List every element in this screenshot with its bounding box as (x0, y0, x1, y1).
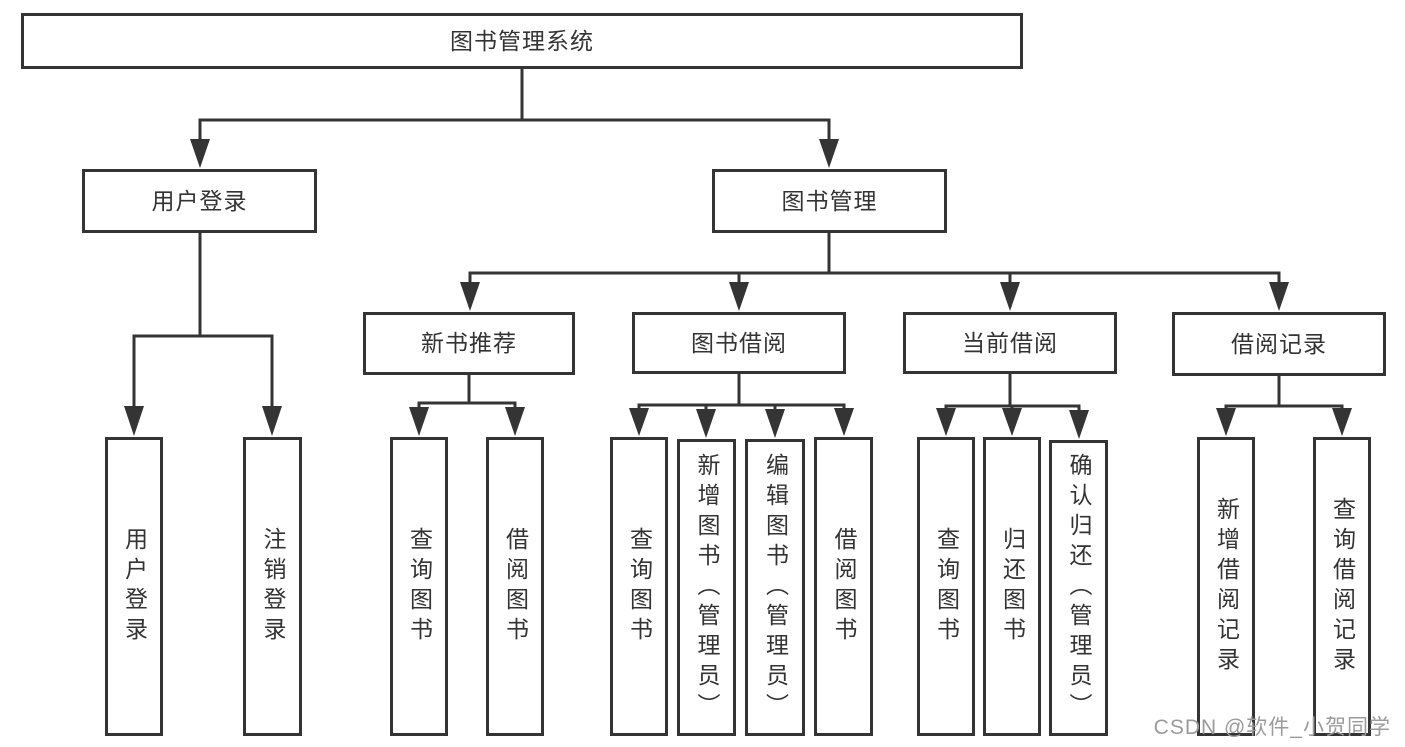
node-label: 确认归还（管理员） (1066, 453, 1092, 723)
node-label: 查询图书 (933, 526, 960, 647)
node-label: 借阅图书 (502, 526, 529, 647)
node-label: 归还图书 (999, 526, 1026, 647)
node-book-borrowing: 图书借阅 (632, 312, 846, 374)
node-query-books-borrow: 查询图书 (610, 437, 668, 736)
node-book-management: 图书管理 (712, 169, 947, 233)
node-label: 查询借阅记录 (1329, 496, 1356, 677)
node-label: 查询图书 (626, 526, 653, 647)
node-query-books-current: 查询图书 (917, 437, 975, 736)
node-user-login: 用户登录 (82, 169, 317, 233)
node-label: 编辑图书（管理员） (762, 452, 789, 723)
node-borrowing-records: 借阅记录 (1172, 312, 1386, 376)
node-user-login-leaf: 用户登录 (105, 437, 163, 736)
node-edit-book-admin: 编辑图书（管理员） (745, 439, 805, 736)
node-logout: 注销登录 (243, 437, 302, 736)
node-label: 新增图书（管理员） (694, 452, 720, 723)
node-return-books: 归还图书 (983, 437, 1041, 736)
node-query-books-recommend: 查询图书 (390, 437, 448, 736)
csdn-watermark: CSDN @软件_小贺同学 (1153, 716, 1391, 739)
node-label: 借阅图书 (831, 526, 857, 647)
node-add-book-admin: 新增图书（管理员） (677, 439, 736, 736)
node-borrow-books-recommend: 借阅图书 (486, 437, 544, 736)
node-query-borrow-record: 查询借阅记录 (1313, 437, 1371, 736)
node-label: 新增借阅记录 (1213, 496, 1240, 677)
node-add-borrow-record: 新增借阅记录 (1197, 437, 1255, 736)
node-library-management-system: 图书管理系统 (21, 13, 1023, 69)
node-current-borrowing: 当前借阅 (903, 312, 1117, 374)
node-label: 用户登录 (121, 526, 148, 647)
node-label: 查询图书 (406, 526, 433, 647)
node-new-book-recommendation: 新书推荐 (363, 312, 575, 375)
node-borrow-books: 借阅图书 (814, 437, 873, 736)
node-confirm-return-admin: 确认归还（管理员） (1049, 440, 1108, 736)
node-label: 注销登录 (260, 526, 286, 647)
